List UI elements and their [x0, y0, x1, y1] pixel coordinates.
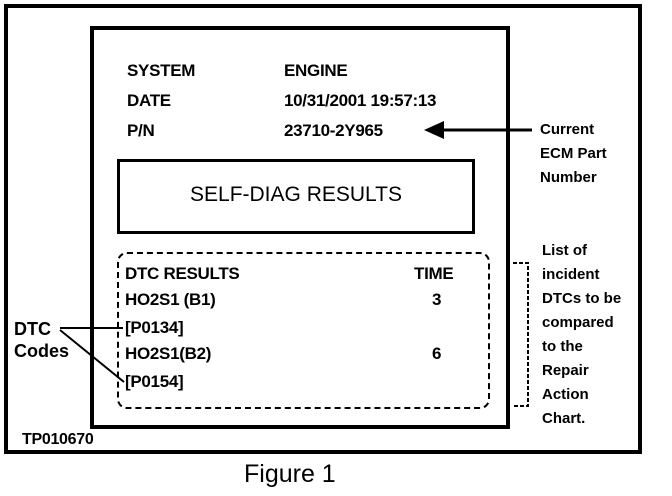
dtc-entry-name: HO2S1 (B1) — [125, 290, 216, 309]
date-value: 10/31/2001 19:57:13 — [284, 91, 437, 110]
figure-frame — [4, 4, 642, 454]
system-value: ENGINE — [284, 61, 348, 80]
ecm-part-number-callout: Current ECM Part Number — [540, 121, 607, 186]
dtc-codes-callout: DTC Codes — [14, 319, 70, 361]
incident-dtcs-callout: List of incident DTCs to be compared to … — [542, 242, 622, 427]
dtc-leader-line — [59, 329, 125, 383]
dtc-entry-code: [P0154] — [125, 372, 184, 391]
dtc-entry-time: 6 — [432, 344, 442, 363]
figure-caption: Figure 1 — [244, 460, 336, 488]
system-label: SYSTEM — [127, 61, 196, 80]
time-header: TIME — [414, 264, 454, 283]
self-diag-box — [117, 159, 475, 234]
incident-dtc-bracket — [513, 262, 529, 407]
dtc-entry-code: [P0134] — [125, 318, 184, 337]
dtc-entry-name: HO2S1(B2) — [125, 344, 212, 363]
dtc-results-box — [117, 252, 490, 409]
dtc-results-header: DTC RESULTS — [125, 264, 240, 283]
date-label: DATE — [127, 91, 171, 110]
figure-id: TP010670 — [22, 431, 94, 448]
self-diag-title: SELF-DIAG RESULTS — [190, 183, 402, 206]
dtc-entry-time: 3 — [432, 290, 442, 309]
part-number-value: 23710-2Y965 — [284, 121, 383, 140]
ecm-arrow-head — [424, 121, 444, 139]
part-number-label: P/N — [127, 121, 155, 140]
consult-screen — [90, 26, 510, 429]
